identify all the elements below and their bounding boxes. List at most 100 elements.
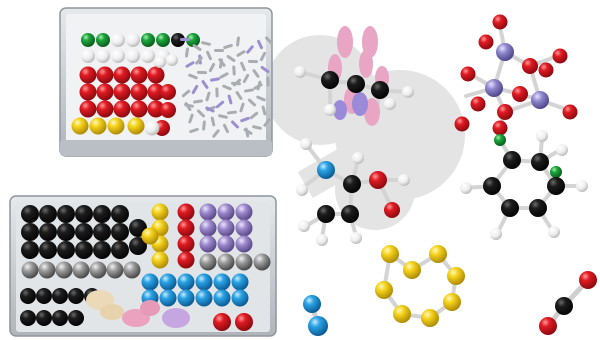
atom-ball	[111, 241, 129, 259]
atom-ball	[531, 153, 549, 171]
atom-ball	[303, 295, 321, 313]
atom-ball	[81, 33, 95, 47]
connector-peg	[240, 116, 250, 123]
atom-ball	[166, 54, 178, 66]
atom-ball	[501, 199, 519, 217]
atom-ball	[235, 235, 253, 253]
atom-ball	[217, 235, 235, 253]
connector-peg	[265, 36, 273, 45]
atom-ball	[235, 203, 253, 221]
atom-ball	[57, 241, 75, 259]
atom-ball	[141, 227, 159, 245]
atom-ball	[21, 241, 39, 259]
atom-ball	[547, 177, 565, 195]
atom-ball	[443, 293, 461, 311]
atom-ball	[177, 235, 195, 253]
atom-ball	[36, 288, 52, 304]
p-orbital-lobe	[352, 92, 368, 116]
atom-ball	[317, 161, 335, 179]
molecule-ring-model	[460, 130, 588, 240]
connector-peg	[197, 70, 207, 75]
atom-ball	[317, 205, 335, 223]
atom-ball	[79, 66, 97, 84]
bottom-tray-atoms	[20, 203, 271, 331]
atom-ball	[492, 14, 508, 30]
molecule-cage-model	[454, 14, 578, 136]
connector-peg	[244, 127, 250, 138]
atom-ball	[141, 273, 159, 291]
atom-ball	[548, 226, 560, 238]
atom-ball	[555, 297, 573, 315]
atom-ball	[324, 104, 336, 116]
atom-ball	[111, 223, 129, 241]
atom-ball	[497, 104, 513, 120]
atom-ball	[556, 144, 568, 156]
atom-ball	[38, 261, 56, 279]
atom-ball	[235, 253, 253, 271]
atom-ball	[129, 237, 147, 255]
connector-peg	[236, 50, 246, 57]
connector-peg	[180, 38, 190, 41]
atom-ball	[538, 62, 554, 78]
atom-ball	[123, 261, 141, 279]
atom-ball	[512, 86, 528, 102]
connector-peg	[208, 62, 216, 73]
atom-ball	[79, 100, 97, 118]
connector-peg	[263, 118, 271, 127]
atom-ball	[55, 261, 73, 279]
atom-ball	[96, 66, 114, 84]
p-orbital-lobe	[359, 50, 373, 78]
atom-ball	[421, 309, 439, 327]
atom-ball	[57, 223, 75, 241]
atom-ball	[71, 117, 89, 135]
atom-ball	[316, 234, 328, 246]
connector-peg	[181, 89, 191, 98]
connector-peg	[222, 123, 230, 134]
atom-ball	[352, 152, 364, 164]
atom-ball	[177, 251, 195, 269]
atom-ball	[402, 86, 414, 98]
connector-peg	[239, 102, 245, 113]
atom-ball	[160, 84, 176, 100]
atom-ball	[460, 66, 476, 82]
atom-ball	[147, 83, 165, 101]
atom-ball	[39, 223, 57, 241]
atom-ball	[144, 120, 160, 136]
connector-peg	[248, 59, 258, 64]
connector-peg	[196, 109, 206, 118]
atom-ball	[213, 313, 231, 331]
atom-ball	[529, 199, 547, 217]
atom-ball	[141, 33, 155, 47]
connector-peg	[235, 91, 243, 100]
connector-peg	[214, 48, 224, 53]
atom-ball	[96, 33, 110, 47]
connector-peg	[188, 113, 194, 124]
atom-ball	[20, 288, 36, 304]
connector-peg	[210, 116, 216, 127]
connector-peg	[256, 95, 266, 102]
atom-ball	[39, 241, 57, 259]
atom-ball	[177, 219, 195, 237]
atom-ball	[195, 289, 213, 307]
atom-ball	[147, 100, 165, 118]
connector-peg	[185, 47, 189, 58]
atom-ball	[127, 117, 145, 135]
connector-peg	[242, 73, 250, 84]
atom-ball	[151, 251, 169, 269]
atom-ball	[579, 271, 597, 289]
atom-ball	[126, 49, 140, 63]
connector-peg	[188, 73, 198, 80]
atom-ball	[576, 180, 588, 192]
atom-ball	[478, 34, 494, 50]
atom-ball	[113, 66, 131, 84]
p-orbital-lobe	[364, 98, 380, 126]
connector-peg	[193, 99, 203, 104]
atom-ball	[371, 81, 389, 99]
atom-ball	[111, 33, 125, 47]
atom-ball	[39, 205, 57, 223]
atom-ball	[199, 219, 217, 237]
atom-ball	[341, 205, 359, 223]
connector-peg	[226, 55, 236, 62]
atom-ball	[539, 317, 557, 335]
atom-ball	[113, 83, 131, 101]
